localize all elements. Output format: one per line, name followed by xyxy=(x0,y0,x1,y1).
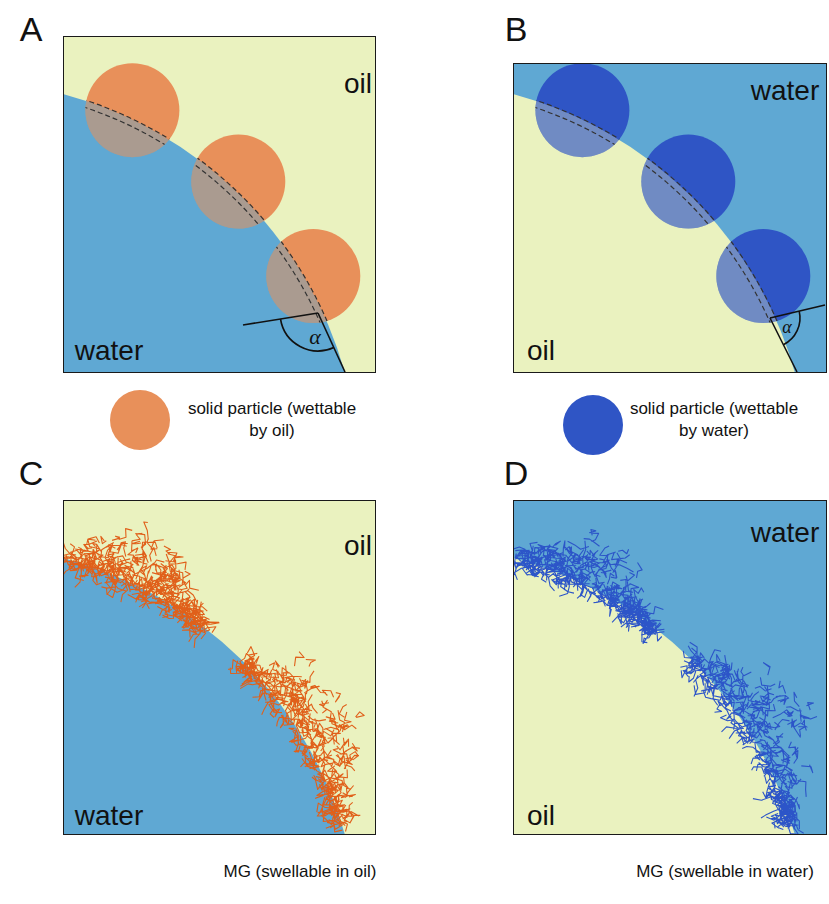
legend-label: MG (swellable in water) xyxy=(636,861,814,883)
phase-label: water xyxy=(751,77,819,105)
contact-angle-symbol: α xyxy=(309,326,321,348)
water-phase xyxy=(513,500,827,835)
legend-label: MG (swellable in oil) xyxy=(223,861,376,883)
microgel-network xyxy=(513,530,817,836)
panel-letter: D xyxy=(504,456,529,490)
panel-d-art xyxy=(513,500,827,835)
phase-label: oil xyxy=(527,337,555,365)
particle-immersed-part xyxy=(513,80,810,373)
phase-label: water xyxy=(751,519,819,547)
contact-angle xyxy=(770,305,825,372)
contact-angle-symbol: α xyxy=(782,318,791,336)
panel-b-art xyxy=(513,63,827,373)
panel-box: Coilwater xyxy=(63,500,376,835)
panel-box: Aoilwaterα xyxy=(63,36,376,373)
microgel-strands xyxy=(513,530,664,644)
oil-phase xyxy=(63,36,376,373)
microgel-strands xyxy=(63,522,219,648)
phase-label: oil xyxy=(344,532,372,560)
panel-letter: C xyxy=(19,456,44,490)
legend-swatch xyxy=(563,395,623,455)
phase-label: water xyxy=(75,337,143,365)
phase-label: oil xyxy=(527,802,555,830)
particle-immersed-part xyxy=(63,80,360,373)
panel-box: Dwateroil xyxy=(513,500,827,835)
panel-c-art xyxy=(63,500,376,835)
panel-a-art xyxy=(63,36,376,373)
phase-label: oil xyxy=(344,70,372,98)
microgel-strands xyxy=(680,642,817,835)
legend-label: solid particle (wettable by water) xyxy=(629,398,799,442)
legend-label: solid particle (wettable by oil) xyxy=(187,398,357,442)
panel-box: Bwateroilα xyxy=(513,63,827,373)
contact-angle xyxy=(243,313,345,372)
panel-letter: B xyxy=(505,12,528,46)
microgel-strands xyxy=(228,647,364,832)
panel-letter: A xyxy=(20,12,43,46)
microgel-network xyxy=(63,522,364,832)
water-phase xyxy=(513,63,827,373)
phase-label: water xyxy=(75,802,143,830)
legend-swatch xyxy=(110,390,170,450)
